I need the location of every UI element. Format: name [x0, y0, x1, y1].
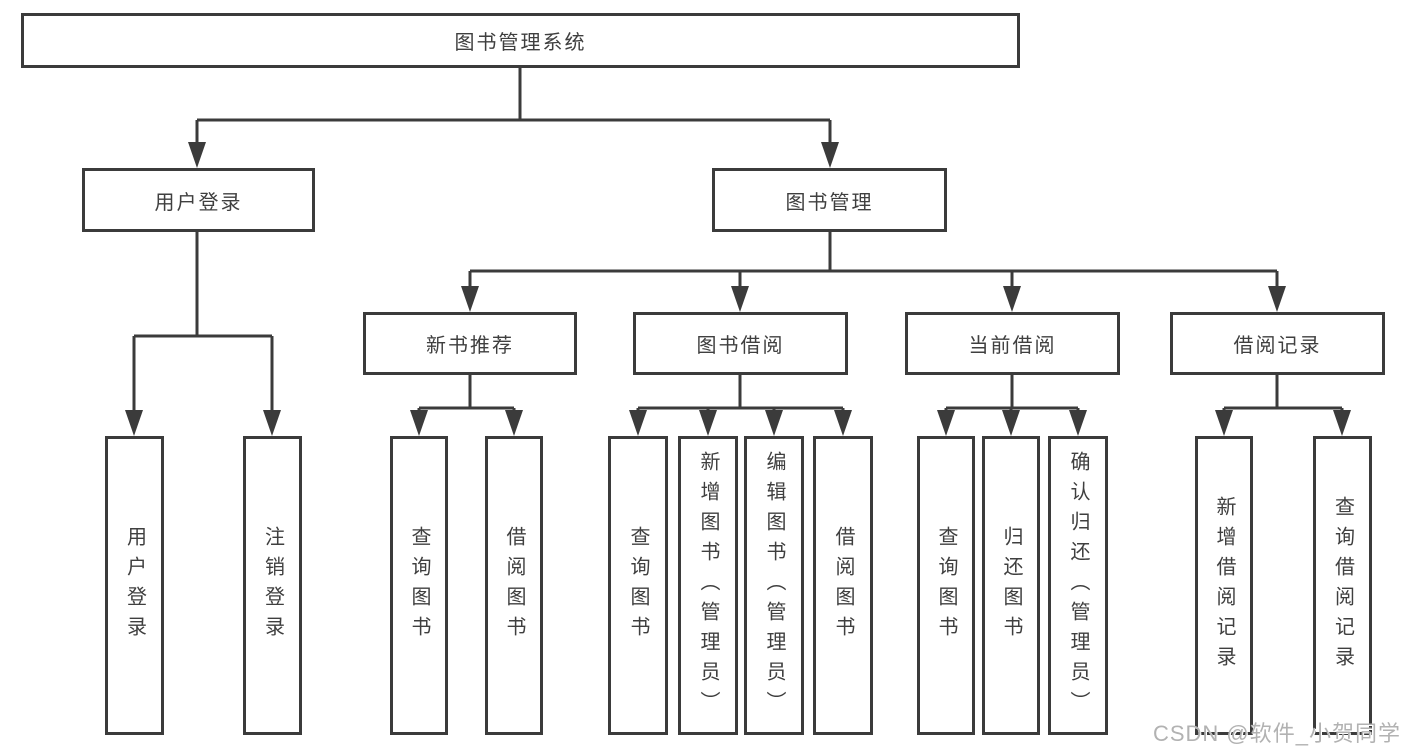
node-label: 确认归还（管理员） — [1067, 450, 1089, 721]
connector-book-mgmt-children — [468, 232, 1279, 288]
node-label: 查询图书 — [627, 525, 649, 646]
arrowheads-borrow-record-children — [1215, 410, 1351, 436]
arrow-down-icon — [188, 142, 206, 168]
node-user-login: 用户登录 — [82, 168, 315, 232]
node-label: 编辑图书（管理员） — [763, 450, 785, 721]
node-label: 新书推荐 — [426, 335, 514, 357]
arrow-down-icon — [1268, 286, 1286, 312]
connector-user-login-children — [132, 232, 274, 412]
node-label: 查询借阅记录 — [1331, 495, 1354, 676]
arrow-down-icon — [505, 410, 523, 436]
arrow-down-icon — [765, 410, 783, 436]
node-label: 查询图书 — [935, 525, 957, 646]
arrow-down-icon — [731, 286, 749, 312]
arrow-down-icon — [1215, 410, 1233, 436]
node-label: 查询图书 — [408, 525, 430, 646]
node-leaf-bb-borrow-books: 借阅图书 — [813, 436, 873, 735]
arrow-down-icon — [410, 410, 428, 436]
node-label: 图书管理系统 — [454, 32, 587, 54]
node-label: 注销登录 — [261, 525, 284, 646]
arrow-down-icon — [125, 410, 143, 436]
node-leaf-cb-query-books: 查询图书 — [917, 436, 975, 735]
arrow-down-icon — [263, 410, 281, 436]
arrowheads-new-book-rec-children — [410, 410, 523, 436]
node-leaf-bb-add-books-admin: 新增图书（管理员） — [678, 436, 738, 735]
node-label: 新增图书（管理员） — [697, 450, 719, 721]
node-leaf-logout: 注销登录 — [243, 436, 302, 735]
node-root: 图书管理系统 — [21, 13, 1020, 68]
node-leaf-nbr-query-books: 查询图书 — [390, 436, 448, 735]
node-label: 借阅图书 — [503, 525, 525, 646]
arrow-down-icon — [937, 410, 955, 436]
arrowheads-book-mgmt-children — [461, 286, 1286, 312]
node-label: 用户登录 — [123, 525, 146, 646]
arrow-down-icon — [461, 286, 479, 312]
arrowheads-user-login-children — [125, 410, 281, 436]
arrow-down-icon — [1069, 410, 1087, 436]
connector-new-book-rec-children — [417, 375, 516, 412]
node-leaf-nbr-borrow-books: 借阅图书 — [485, 436, 543, 735]
node-leaf-bb-query-books: 查询图书 — [608, 436, 668, 735]
node-current-borrow: 当前借阅 — [905, 312, 1120, 375]
node-leaf-bb-edit-books-admin: 编辑图书（管理员） — [744, 436, 804, 735]
node-label: 用户登录 — [154, 191, 243, 214]
connector-borrow-record-children — [1222, 375, 1344, 412]
node-borrow-record: 借阅记录 — [1170, 312, 1385, 375]
arrow-down-icon — [699, 410, 717, 436]
arrow-down-icon — [629, 410, 647, 436]
node-leaf-cb-confirm-return-admin: 确认归还（管理员） — [1048, 436, 1108, 735]
node-leaf-br-add-record: 新增借阅记录 — [1195, 436, 1253, 735]
node-label: 新增借阅记录 — [1213, 495, 1235, 676]
arrow-down-icon — [1003, 286, 1021, 312]
arrowheads-root-children — [188, 142, 839, 168]
connector-book-borrow-children — [636, 375, 845, 412]
connector-current-borrow-children — [944, 375, 1080, 412]
arrowheads-book-borrow-children — [629, 410, 852, 436]
arrow-down-icon — [1002, 410, 1020, 436]
arrow-down-icon — [1333, 410, 1351, 436]
node-label: 借阅记录 — [1233, 335, 1322, 357]
node-book-borrow: 图书借阅 — [633, 312, 848, 375]
arrow-down-icon — [834, 410, 852, 436]
node-label: 图书借阅 — [696, 335, 785, 357]
node-new-book-recommend: 新书推荐 — [363, 312, 577, 375]
watermark: CSDN @软件_小贺同学 — [1152, 721, 1401, 746]
node-leaf-user-login: 用户登录 — [105, 436, 164, 735]
arrowheads-current-borrow-children — [937, 410, 1087, 436]
node-label: 归还图书 — [1000, 525, 1022, 646]
node-leaf-cb-return-books: 归还图书 — [982, 436, 1040, 735]
connector-root-children — [195, 68, 832, 142]
node-label: 当前借阅 — [968, 335, 1057, 357]
node-book-mgmt: 图书管理 — [712, 168, 947, 232]
node-leaf-br-query-record: 查询借阅记录 — [1313, 436, 1372, 735]
node-label: 图书管理 — [785, 191, 874, 214]
arrow-down-icon — [821, 142, 839, 168]
node-label: 借阅图书 — [832, 525, 854, 646]
